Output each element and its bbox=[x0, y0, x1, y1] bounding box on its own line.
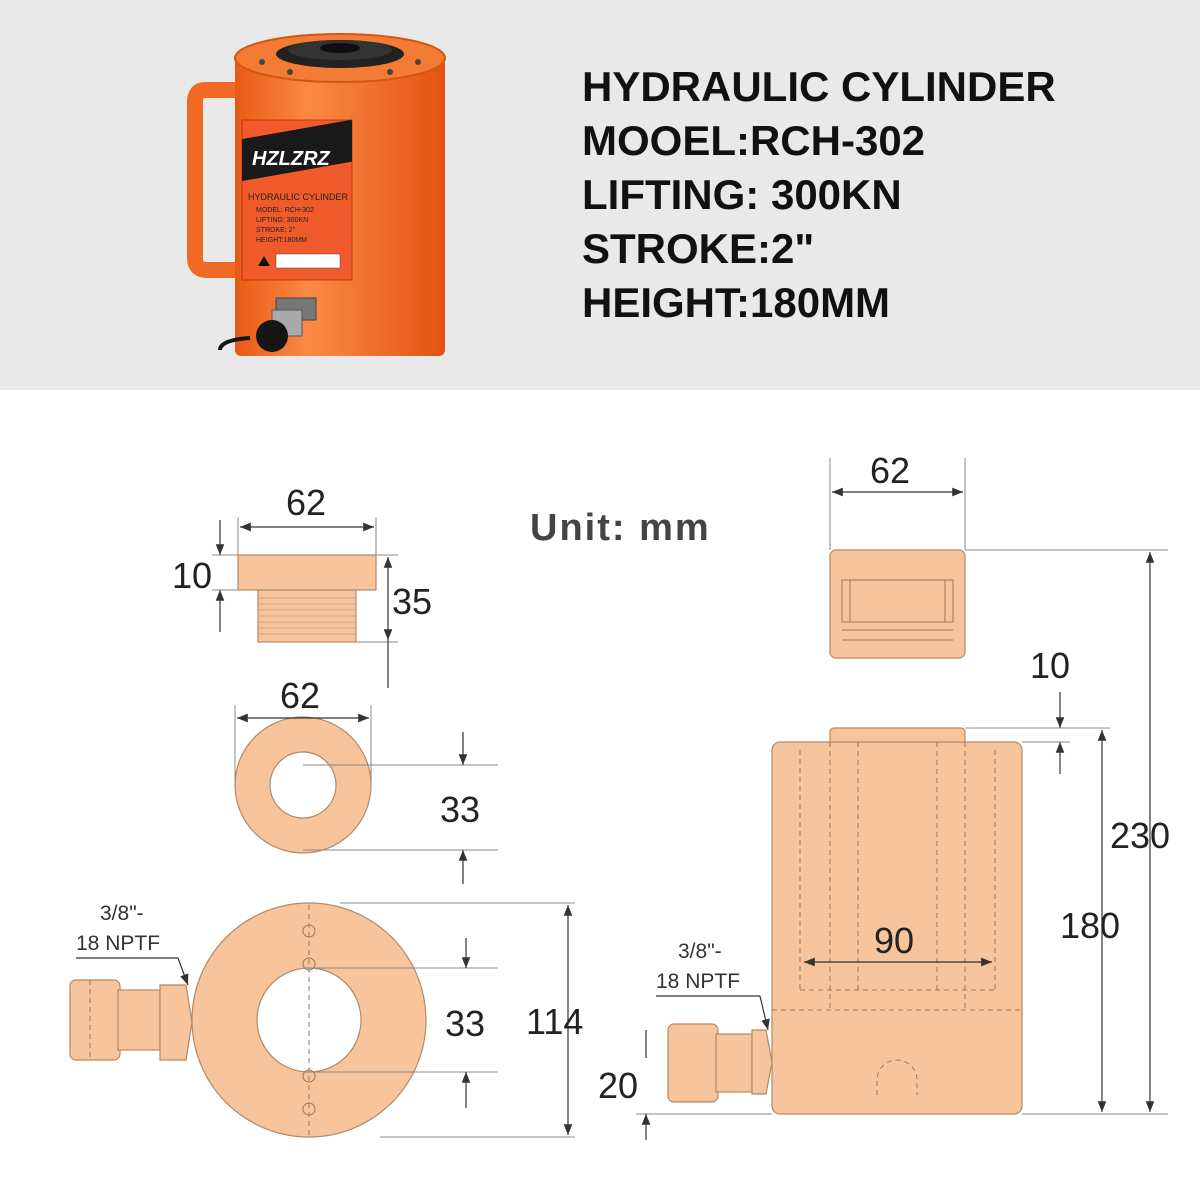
body-plan-view: 3/8"- 18 NPTF 33 114 bbox=[69, 902, 583, 1138]
coupler-cap bbox=[256, 320, 288, 352]
total-height-label: 230 bbox=[1110, 815, 1170, 856]
ring-bore-label: 33 bbox=[440, 789, 480, 830]
label-stroke: STROKE: 2" bbox=[256, 227, 296, 234]
product-label: HZLZRZ HYDRAULIC CYLINDER MODEL: RCH-302… bbox=[241, 119, 353, 281]
warning-icon bbox=[258, 256, 270, 266]
body-height-label: 180 bbox=[1060, 905, 1120, 946]
protrusion-label: 10 bbox=[1030, 645, 1070, 686]
label-height: HEIGHT:180MM bbox=[256, 237, 307, 244]
spec-stroke: STROKE:2" bbox=[582, 225, 815, 272]
saddle-side-view: 62 10 35 bbox=[172, 482, 432, 688]
unit-label: Unit: mm bbox=[530, 507, 711, 549]
label-title: HYDRAULIC CYLINDER bbox=[248, 192, 349, 202]
plan-port-line2: 18 NPTF bbox=[76, 932, 160, 955]
port-height-label: 20 bbox=[598, 1065, 638, 1106]
label-lifting: LIFTING: 300KN bbox=[256, 217, 308, 224]
bolt-icon bbox=[415, 59, 421, 65]
side-elevation: 62 90 3/8"- 18 NPTF 20 10 bbox=[598, 450, 1170, 1140]
spec-lifting: LIFTING: 300KN bbox=[582, 171, 902, 218]
cap-strap bbox=[218, 336, 251, 351]
product-photo: HZLZRZ HYDRAULIC CYLINDER MODEL: RCH-302… bbox=[187, 33, 446, 356]
plunger-bore bbox=[320, 43, 360, 53]
plan-diameter-label: 114 bbox=[526, 1001, 583, 1042]
saddle-width-label: 62 bbox=[286, 482, 326, 523]
bolt-icon bbox=[259, 59, 265, 65]
cylinder-handle bbox=[187, 82, 242, 278]
spec-title: HYDRAULIC CYLINDER bbox=[582, 63, 1056, 110]
plunger-width-label: 90 bbox=[874, 920, 914, 961]
side-port-line1: 3/8"- bbox=[678, 940, 722, 963]
plan-bore-label: 33 bbox=[445, 1003, 485, 1044]
side-port-line2: 18 NPTF bbox=[656, 970, 740, 993]
technical-drawing: Unit: mm 62 10 35 62 bbox=[69, 450, 1170, 1140]
label-brand: HZLZRZ bbox=[252, 148, 331, 170]
plan-port-line1: 3/8"- bbox=[100, 902, 144, 925]
ring-width-label: 62 bbox=[280, 675, 320, 716]
saddle-height-label: 35 bbox=[392, 581, 432, 622]
side-saddle-width-label: 62 bbox=[870, 450, 910, 491]
spec-model: MOOEL:RCH-302 bbox=[582, 117, 926, 164]
bolt-icon bbox=[387, 69, 393, 75]
spec-block: HYDRAULIC CYLINDER MOOEL:RCH-302 LIFTING… bbox=[582, 60, 1056, 330]
saddle-flange-label: 10 bbox=[172, 555, 212, 596]
label-model: MODEL: RCH-302 bbox=[256, 207, 314, 214]
saddle-plan-view: 62 33 bbox=[234, 675, 498, 884]
bolt-icon bbox=[287, 69, 293, 75]
spec-height: HEIGHT:180MM bbox=[582, 279, 891, 326]
